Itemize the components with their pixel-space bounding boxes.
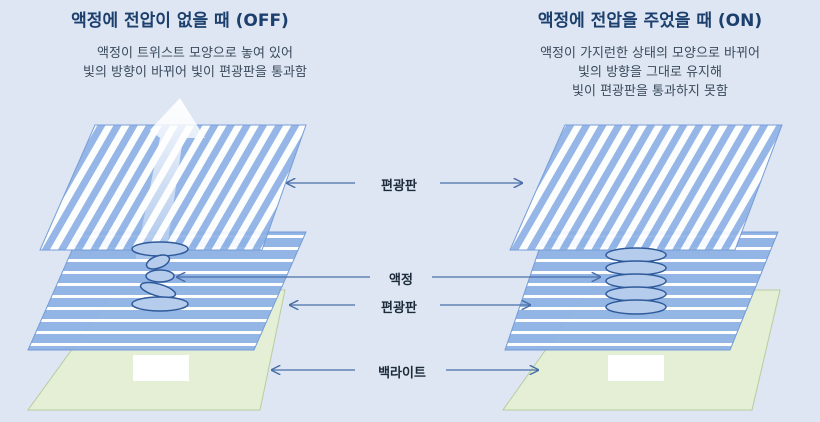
off-description: 액정이 트위스트 모양으로 놓여 있어 빛의 방향이 바뀌어 빛이 편광판을 통… <box>20 44 370 82</box>
lc-aligned-ellipse <box>605 260 667 276</box>
lc-aligned-ellipse <box>605 273 667 289</box>
on-desc-line: 빛의 방향을 그대로 유지해 <box>578 65 722 80</box>
lc-aligned-ellipse <box>605 299 667 315</box>
off-desc-line: 액정이 트위스트 모양으로 놓여 있어 <box>97 46 293 61</box>
light-beam-arrow <box>135 98 205 262</box>
on-backlight-glow <box>608 355 664 381</box>
label-top-polarizer: 편광판 <box>360 175 438 194</box>
on-desc-line: 빛이 편광판을 통과하지 못함 <box>572 84 728 99</box>
lc-aligned-ellipse <box>605 286 667 302</box>
lc-twisted-ellipse <box>131 296 189 312</box>
label-bottom-polarizer: 편광판 <box>360 297 438 316</box>
on-description: 액정이 가지런한 상태의 모양으로 바뀌어 빛의 방향을 그대로 유지해 빛이 … <box>475 44 820 101</box>
lc-twisted-ellipse <box>145 269 175 283</box>
on-top-polarizer <box>509 124 783 251</box>
off-title: 액정에 전압이 없을 때 (OFF) <box>71 11 289 31</box>
on-desc-line: 액정이 가지런한 상태의 모양으로 바뀌어 <box>540 46 760 61</box>
lc-aligned-ellipse <box>605 247 667 263</box>
lc-twisted-ellipse <box>131 241 189 257</box>
label-liquid-crystal: 액정 <box>370 269 432 288</box>
label-backlight: 백라이트 <box>358 362 446 381</box>
on-title: 액정에 전압을 주었을 때 (ON) <box>537 11 763 31</box>
off-desc-line: 빛의 방향이 바뀌어 빛이 편광판을 통과함 <box>83 65 307 80</box>
lc-twisted-ellipse <box>145 254 171 270</box>
off-backlight-glow <box>133 355 189 381</box>
lc-twisted-ellipse <box>139 281 177 299</box>
